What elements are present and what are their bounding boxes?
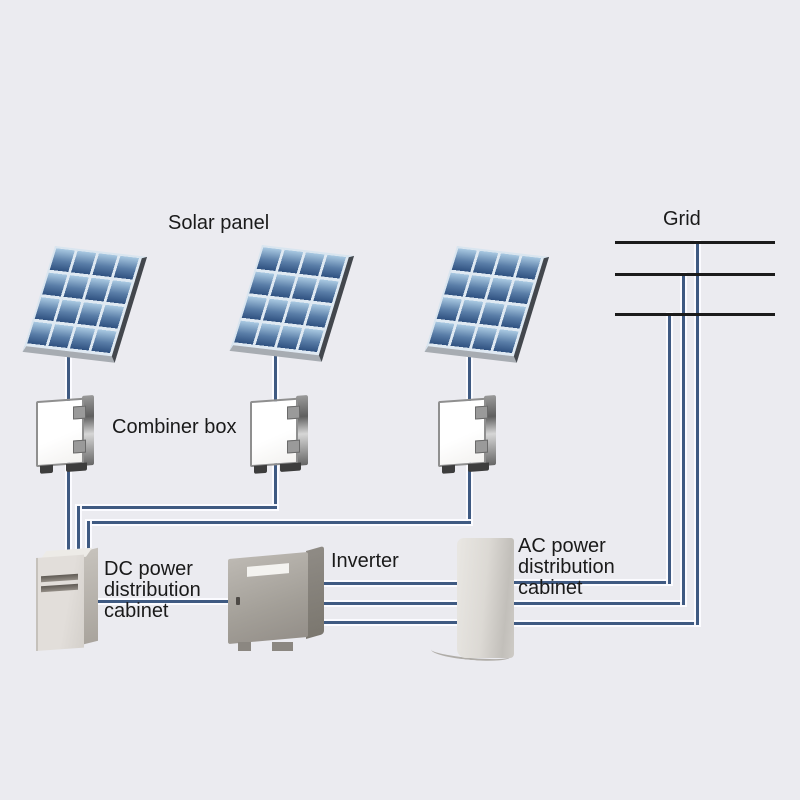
wire-panel2-drop <box>77 506 80 560</box>
combiner-box-label: Combiner box <box>112 416 237 438</box>
combiner-box-hinge <box>475 405 488 420</box>
wire-ac-grid-3-v <box>696 242 699 625</box>
wire-ac-grid-1-v <box>668 314 671 584</box>
wire-ac-grid-3-h <box>512 622 699 625</box>
inverter-icon <box>228 545 326 651</box>
wire-inverter-ac-1 <box>320 582 462 585</box>
combiner-box-icon-1 <box>36 395 96 477</box>
dc-cabinet-label: DC power distribution cabinet <box>104 558 201 622</box>
wire-inverter-ac-3 <box>320 621 462 624</box>
grid-bus-line-2 <box>615 273 775 276</box>
wire-panel2-across <box>77 506 277 509</box>
solar-panel-label: Solar panel <box>168 212 270 234</box>
combiner-box-hinge <box>73 405 86 420</box>
combiner-box-foot <box>280 462 301 472</box>
wire-panel3-across <box>87 521 471 524</box>
solar-panel-icon-3 <box>424 246 550 363</box>
wire-ac-grid-1-h <box>512 581 671 584</box>
solar-panel-icon-1 <box>22 246 148 363</box>
ac-cabinet-label: AC power distribution cabinet <box>518 535 615 599</box>
ac-cabinet-icon <box>457 538 514 658</box>
combiner-box-foot <box>254 464 267 474</box>
combiner-box-icon-2 <box>250 395 310 477</box>
combiner-box-hinge <box>287 439 300 454</box>
combiner-box-icon-3 <box>438 395 498 477</box>
wire-dc-to-inverter <box>96 600 234 603</box>
combiner-box-hinge <box>73 439 86 454</box>
grid-bus-line-3 <box>615 313 775 316</box>
wire-panel3-drop <box>87 521 90 560</box>
inverter-side <box>306 545 324 639</box>
solar-panel-icon-2 <box>229 245 355 362</box>
inverter-foot <box>238 642 251 651</box>
combiner-box-hinge <box>287 405 300 420</box>
inverter-lock <box>236 597 240 605</box>
combiner-box-foot <box>442 464 455 474</box>
wire-ac-grid-2-h <box>512 602 685 605</box>
dc-cabinet-icon <box>36 547 102 653</box>
grid-bus-line-1 <box>615 241 775 244</box>
wire-ac-grid-2-v <box>682 274 685 605</box>
combiner-box-foot <box>468 462 489 472</box>
wire-inverter-ac-2 <box>320 602 462 605</box>
inverter-foot <box>272 642 293 651</box>
combiner-box-foot <box>40 464 53 474</box>
grid-label: Grid <box>663 208 701 230</box>
combiner-box-foot <box>66 462 87 472</box>
inverter-label: Inverter <box>331 550 399 572</box>
dc-cabinet-front <box>36 554 84 651</box>
combiner-box-hinge <box>475 439 488 454</box>
